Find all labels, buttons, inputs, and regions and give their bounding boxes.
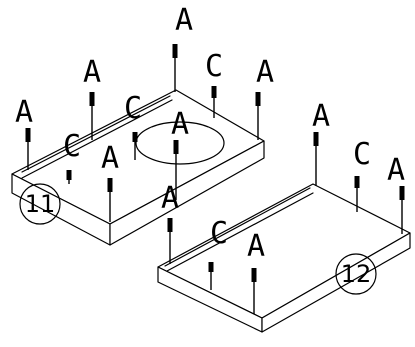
screw-label: A: [171, 107, 189, 142]
screw: [173, 140, 179, 200]
plate-11-slot-line-2: [21, 99, 173, 179]
screw-label: C: [205, 49, 223, 84]
screw: [208, 262, 214, 290]
screw: [251, 268, 257, 314]
plate-11-slot-line: [21, 95, 171, 173]
screw: [211, 86, 217, 118]
plate-12-number-circle: [335, 253, 377, 295]
screw-label: A: [387, 153, 405, 188]
plate-12-side-face: [261, 232, 411, 333]
plate-11-number-circle: [19, 183, 61, 225]
screw: [354, 176, 360, 212]
plate-12-slot-line-2: [166, 192, 314, 272]
screw-label: A: [101, 141, 119, 176]
screw-label: A: [256, 55, 274, 90]
screw-label: A: [312, 99, 330, 134]
plate-11-screws: A A C A A C A C A A: [15, 3, 274, 264]
screw-label: C: [210, 216, 228, 251]
screw-label: C: [124, 91, 142, 126]
screw-label: A: [175, 3, 193, 38]
screw: [132, 132, 138, 160]
plate-12-screws: A C A A C: [208, 99, 405, 314]
screw: [167, 218, 173, 264]
screw: [255, 92, 261, 140]
screw: [172, 44, 178, 92]
screw-label: C: [353, 137, 371, 172]
screw: [89, 92, 95, 140]
plate-12: 12: [157, 183, 411, 333]
plate-11-circular-opening: [135, 121, 225, 165]
screw-label: A: [15, 95, 33, 130]
screw: [313, 132, 319, 186]
plate-11-side-face: [109, 140, 265, 246]
screw: [399, 186, 405, 234]
screw: [107, 178, 113, 222]
screw: [25, 128, 31, 170]
screw-label: A: [83, 55, 101, 90]
plate-11-number: 11: [25, 190, 56, 218]
plate-12-number: 12: [341, 260, 372, 288]
screw-label: C: [63, 129, 81, 164]
screw-label: A: [247, 229, 265, 264]
plate-11: 11: [11, 89, 265, 246]
screw: [66, 170, 72, 184]
plate-12-slot-line: [164, 187, 311, 267]
screw-label: A: [161, 181, 179, 216]
